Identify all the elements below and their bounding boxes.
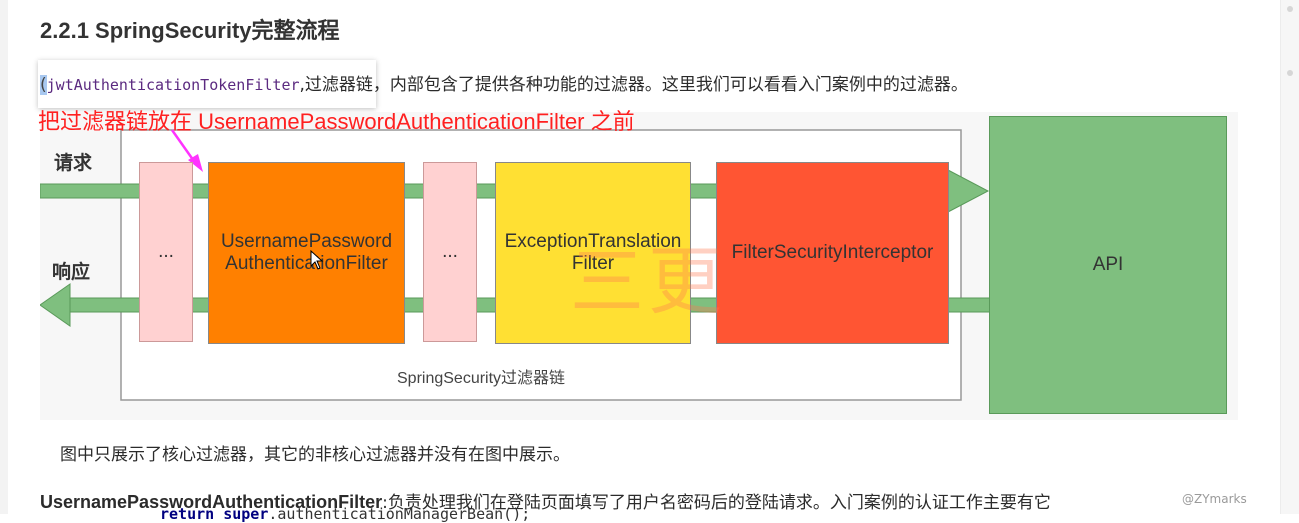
mouse-cursor-icon <box>310 250 324 270</box>
left-margin <box>0 0 8 514</box>
intro-paragraph: (jwtAuthenticationTokenFilter,过滤器链，内部包含了… <box>40 70 968 95</box>
section-heading: 2.2.1 SpringSecurity完整流程 <box>40 18 340 43</box>
ellipsis-label: ... <box>158 241 174 262</box>
filter-label: ExceptionTranslationFilter <box>504 231 682 274</box>
author-credit: @ZYmarks <box>1178 492 1251 506</box>
watermark: 三更 <box>570 239 726 325</box>
response-arrow-head <box>40 283 71 327</box>
filter-label: FilterSecurityInterceptor <box>731 242 934 263</box>
chain-label: SpringSecurity过滤器链 <box>397 370 566 387</box>
ellipsis-box-1: ... <box>139 162 193 342</box>
api-label: API <box>1092 254 1124 275</box>
filter-label: UsernamePassword AuthenticationFilter <box>220 231 393 274</box>
request-arrow-head <box>947 169 990 213</box>
red-annotation: 把过滤器链放在 UsernamePasswordAuthenticationFi… <box>38 109 635 134</box>
ellipsis-label: ... <box>442 241 458 262</box>
description-text: :负责处理我们在登陆页面填写了用户名密码后的登陆请求。入门案例的认证工作主要有它 <box>382 493 1051 513</box>
figure-caption: 图中只展示了核心过滤器，其它的非核心过滤器并没有在图中展示。 <box>60 445 570 465</box>
scroll-marker <box>1287 6 1293 12</box>
filter-chain-diagram: ... UsernamePassword AuthenticationFilte… <box>40 112 1238 420</box>
description-paragraph: UsernamePasswordAuthenticationFilter:负责处… <box>40 488 1051 513</box>
response-label: 响应 <box>52 261 91 283</box>
inline-code: jwtAuthenticationTokenFilter <box>46 76 300 94</box>
request-label: 请求 <box>54 152 93 174</box>
filter-name: UsernamePasswordAuthenticationFilter <box>40 492 383 512</box>
intro-text: ,过滤器链，内部包含了提供各种功能的过滤器。这里我们可以看看入门案例中的过滤器。 <box>299 75 968 95</box>
code-popup <box>38 60 376 108</box>
filter-security-interceptor-box: FilterSecurityInterceptor <box>716 162 949 344</box>
ellipsis-box-2: ... <box>423 162 477 342</box>
exception-translation-filter-box: ExceptionTranslationFilter <box>495 162 691 344</box>
scroll-marker <box>1287 70 1293 76</box>
scrollbar[interactable] <box>1280 0 1299 514</box>
selection-highlight: ( <box>40 75 47 95</box>
pointer-arrow-head <box>188 154 203 172</box>
username-password-filter-box: UsernamePassword AuthenticationFilter <box>208 162 405 344</box>
api-box: API <box>989 116 1227 414</box>
